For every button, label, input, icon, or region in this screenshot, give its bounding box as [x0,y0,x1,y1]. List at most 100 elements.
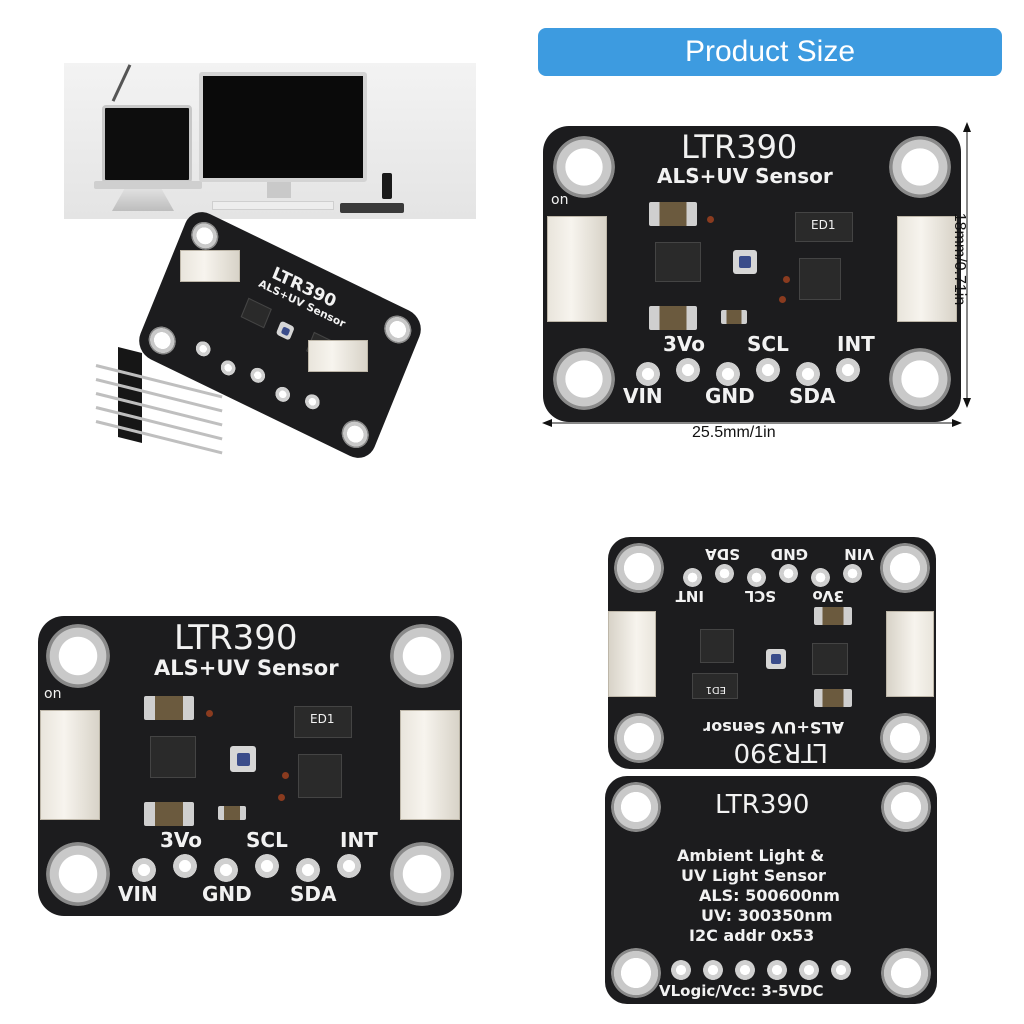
back-line-1: Ambient Light & [677,846,825,865]
board-name: LTR390 [681,128,798,166]
mount-hole [337,415,374,453]
pin-pad [799,960,819,980]
keyboard [212,201,334,210]
stemma-connector [180,250,240,282]
stemma-connector-left [547,216,607,322]
pin-label-vin: VIN [623,384,663,408]
via [278,794,285,801]
pin-pad [132,858,156,882]
mount-hole [889,136,951,198]
pin-pad [683,568,702,587]
pin-pad [273,384,293,405]
pin-pad [173,854,197,878]
uv-sensor [766,649,786,669]
pin-pad [747,568,766,587]
pin-pad [756,358,780,382]
height-dimension-label: 18mm/0.71in [951,212,968,306]
desk-lamp [111,64,132,102]
phone-dock [382,173,392,199]
on-indicator-label: on [44,686,62,702]
capacitor [649,202,697,226]
pin-pad [337,854,361,878]
dimension-lines [542,122,971,427]
mount-hole [889,348,951,410]
back-line-2: UV Light Sensor [681,866,826,885]
mount-hole [553,136,615,198]
pin-label-sda: SDA [705,545,740,563]
pin-pad [676,358,700,382]
via [779,296,786,303]
regulator-chip [655,242,701,282]
capacitor [649,306,697,330]
mount-hole [379,310,416,349]
pin-label-int: INT [340,828,378,852]
mount-hole [881,782,931,832]
pin-label-3vo: 3Vo [812,587,844,605]
pin-pad [843,564,862,583]
laptop-screen [102,105,192,183]
front-board-large: LTR390 ALS+UV Sensor on ED1 3Vo SCL INT … [38,616,462,916]
header-pin-strip [95,347,246,455]
back-board: LTR390 Ambient Light & UV Light Sensor A… [605,776,937,1004]
mount-hole [553,348,615,410]
pin-label-int: INT [837,332,875,356]
width-dimension-label: 25.5mm/1in [692,424,776,441]
monitor-stand [267,182,291,198]
board-name: LTR390 [733,737,828,767]
level-shifter-chip [298,754,342,798]
pin-pad [703,960,723,980]
laptop-base [94,181,202,189]
mount-hole [614,713,664,763]
pin-label-3vo: 3Vo [160,828,203,852]
stemma-connector-right [608,611,656,697]
board-photo: LTR390 ALS+UV Sensor [133,205,440,465]
pin-pad [836,358,860,382]
via [206,710,213,717]
capacitor [144,802,194,826]
back-footer: VLogic/Vcc: 3-5VDC [659,982,824,1000]
pin-pad [735,960,755,980]
dimension-board: LTR390 ALS+UV Sensor on ED1 3Vo SCL INT … [543,126,961,422]
eeprom-chip [795,212,853,242]
pin-label-sda: SDA [290,882,337,906]
chip-label: ED1 [705,684,726,695]
pin-pad [779,564,798,583]
laptop-stand [112,189,174,211]
front-board-rotated: LTR390 ALS+UV Sensor ED1 3Vo SCL INT VIN… [608,537,936,769]
pin-label-int: INT [675,587,704,605]
pin-label-scl: SCL [246,828,288,852]
uv-sensor [275,320,295,341]
via [783,276,790,283]
pin-label-scl: SCL [744,587,776,605]
pin-label-gnd: GND [770,545,808,563]
mount-hole [611,782,661,832]
capacitor [814,607,852,625]
back-line-4: UV: 300350nm [701,906,833,925]
via [282,772,289,779]
pin-label-scl: SCL [747,332,789,356]
pin-pad [302,391,322,412]
uv-sensor [733,250,757,274]
pin-pad [214,858,238,882]
board-name: LTR390 [174,618,298,658]
board-subtitle: ALS+UV Sensor [703,718,844,737]
level-shifter-chip [700,629,734,663]
pin-pad [296,858,320,882]
mount-hole [186,217,223,255]
pin-label-sda: SDA [789,384,836,408]
regulator-chip [812,643,848,675]
stemma-connector-left [40,710,100,820]
board-subtitle: ALS+UV Sensor [154,656,339,680]
pin-pad [255,854,279,878]
led [218,806,246,820]
mount-hole [46,624,110,688]
product-size-banner: Product Size [538,28,1002,76]
pin-pad [831,960,851,980]
pin [95,420,223,455]
back-line-5: I2C addr 0x53 [689,926,815,945]
eeprom-chip [294,706,352,738]
chip-label: ED1 [811,218,836,232]
stemma-connector-left [886,611,934,697]
mount-hole [881,948,931,998]
mount-hole [614,543,664,593]
